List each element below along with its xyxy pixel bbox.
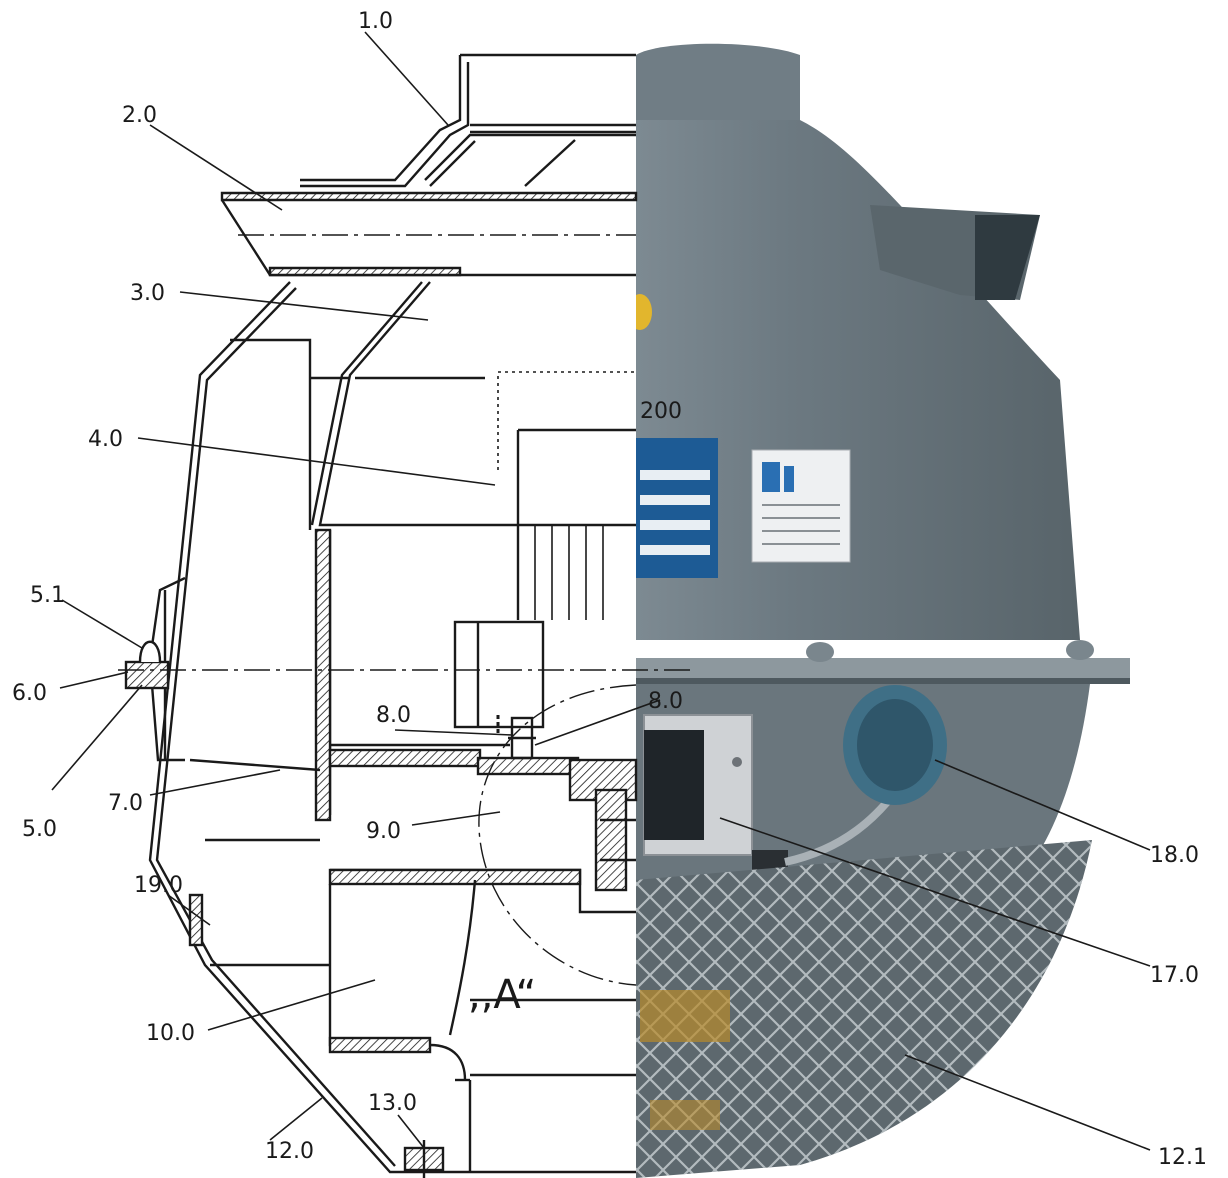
logo-mark [784,466,794,492]
warning-sticker [636,294,652,330]
label-8-0a: 8.0 [376,703,411,728]
leader-17-0 [719,817,1151,967]
outlet-pipe-wall-inner [300,62,470,188]
leader-5-1 [61,599,143,649]
motor-bracket [476,756,580,776]
flange-rim [636,658,1130,680]
diffuser-wall [424,133,636,181]
rating-plate-row [640,495,710,505]
impeller-bottom-plate [268,266,462,277]
impeller-outline [220,199,636,277]
rating-plate-row [640,520,710,530]
mount-floor-hatch [328,748,482,768]
rating-plate-row [640,545,710,555]
housing-outer [148,281,636,1174]
leader-13-0 [397,1114,425,1149]
detail-a-circle [478,684,637,986]
inner-cone [318,281,636,527]
mesh-label-sticker [650,1100,720,1130]
terminal-box-opening [644,730,704,840]
label-12-1: 12.1 [1158,1145,1207,1170]
model-number-text: 200 [640,399,682,424]
label-2-0: 2.0 [122,103,157,128]
drain-fitting [188,893,204,947]
leader-9-0 [411,811,501,826]
leader-4-0 [137,437,496,486]
outlet-pipe-wall [300,55,462,182]
label-8-0b: 8.0 [648,689,683,714]
leader-3-0 [179,291,429,321]
label-17-0: 17.0 [1150,963,1199,988]
label-4-0: 4.0 [88,427,123,452]
section-half [118,53,690,1178]
label-6-0: 6.0 [12,681,47,706]
leader-2-0 [149,124,283,211]
inlet-bottom-hatch [328,1036,432,1054]
mesh-guard [636,840,1092,1178]
label-5-1: 5.1 [30,583,65,608]
housing-inner [155,287,396,1167]
impeller-blade-curve [448,879,477,1036]
latch-knob [138,640,162,663]
rating-plate-row [640,470,710,480]
part-labels: 1.0 2.0 3.0 4.0 5.1 6.0 5.0 7.0 8.0 8.0 … [12,9,1207,1170]
inner-cone-inner [310,281,423,526]
flange-shadow [636,678,1130,684]
mid-rib-upper [189,758,321,772]
leader-6-0 [59,671,129,689]
leader-1-0 [364,31,449,126]
dome-shape [636,120,1080,640]
mesh-label-sticker [640,990,730,1042]
inlet-port-inner [857,699,933,791]
flange-bolt [1066,640,1094,660]
leader-5-0 [51,684,143,791]
impeller-top-plate [220,191,638,202]
photo-half: 200 [636,43,1130,1178]
label-3-0: 3.0 [130,281,165,306]
flange-bolt [806,642,834,662]
hub-shaft [594,788,628,892]
motor-envelope [497,371,636,470]
motor-fins [534,525,604,620]
leader-8-0b [534,699,661,746]
latch-body [124,660,170,690]
label-5-0: 5.0 [22,817,57,842]
inlet-top-hatch [328,868,582,886]
label-7-0: 7.0 [108,791,143,816]
label-18-0: 18.0 [1150,843,1199,868]
hub-lines [600,818,636,862]
leader-18-0 [934,759,1151,851]
leader-10-0 [207,979,376,1031]
label-9-0: 9.0 [366,819,401,844]
motor-terminal-block [453,620,545,729]
label-1-0: 1.0 [358,9,393,34]
partition-wall [230,338,312,530]
rating-plate [636,438,718,578]
outlet-dark-shape [975,215,1040,300]
diffuser-wall-inner [429,140,476,187]
logo-mark [762,462,780,492]
leader-lines [51,31,1151,1151]
label-19-0: 19.0 [134,873,183,898]
leader-12-1 [904,1054,1151,1151]
diffuser-vane [524,139,576,187]
label-13-0: 13.0 [368,1091,417,1116]
detail-a-label: ,,A“ [468,972,536,1018]
leader-12-0 [269,1097,323,1141]
mount-wall-hatch [314,528,332,822]
leader-7-0 [149,769,281,796]
label-10-0: 10.0 [146,1021,195,1046]
terminal-box-screw [732,757,742,767]
label-12-0: 12.0 [265,1139,314,1164]
leader-8-0a [394,729,513,736]
leader-19-0 [167,894,211,926]
